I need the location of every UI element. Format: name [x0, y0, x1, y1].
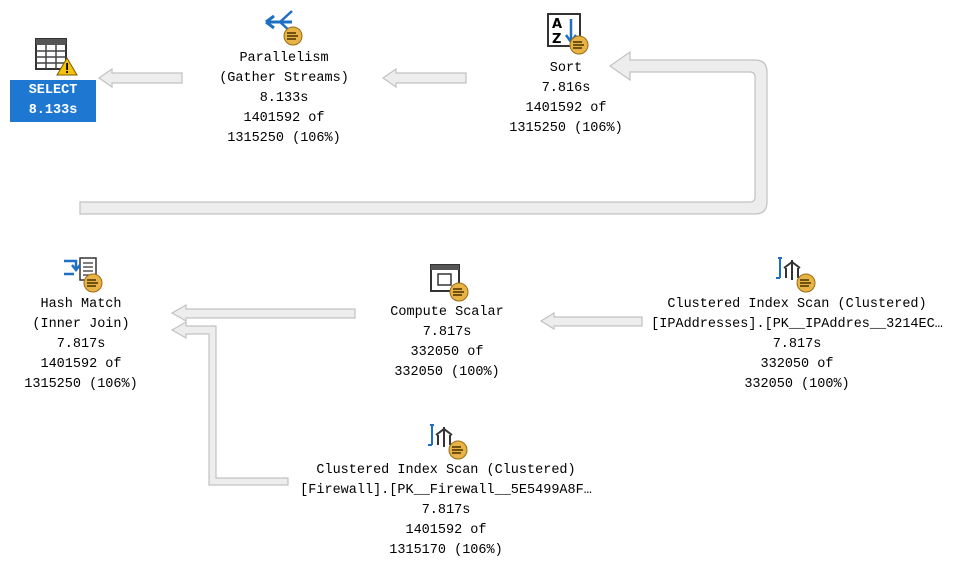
- arrow-parallelism-to-select: [97, 67, 183, 89]
- sort-name: Sort: [549, 61, 583, 76]
- parallelism-name: Parallelism: [239, 51, 329, 66]
- arrow-compute-scalar-to-hash-match: [170, 303, 356, 323]
- compute-scalar-name: Compute Scalar: [390, 305, 504, 320]
- arrow-hash-match-to-sort: [79, 50, 768, 215]
- index-scan-ip-name: Clustered Index Scan (Clustered): [667, 297, 927, 312]
- index-scan-ip-time: 7.817s: [772, 337, 822, 352]
- index-scan-fw-estimate: 1315170 (106%): [389, 543, 503, 558]
- parallelism-time: 8.133s: [259, 91, 309, 106]
- hash-match-time: 7.817s: [56, 337, 106, 352]
- clustered-index-scan-icon: [426, 421, 470, 469]
- index-scan-ip-estimate: 332050 (100%): [744, 377, 850, 392]
- compute-scalar-estimate: 332050 (100%): [394, 365, 500, 380]
- clustered-index-scan-icon: [774, 254, 818, 302]
- select-label: SELECT: [28, 83, 78, 98]
- sort-estimate: 1315250 (106%): [509, 121, 623, 136]
- hash-match-estimate: 1315250 (106%): [24, 377, 138, 392]
- index-scan-fw-rows: 1401592 of: [405, 523, 487, 538]
- hash-match-rows: 1401592 of: [40, 357, 122, 372]
- compute-scalar-icon: [428, 262, 470, 310]
- compute-scalar-time: 7.817s: [422, 325, 472, 340]
- hash-match-name: Hash Match: [40, 297, 122, 312]
- sort-icon: A Z: [546, 12, 590, 64]
- compute-scalar-rows: 332050 of: [410, 345, 484, 360]
- select-label-box: SELECT 8.133s: [10, 80, 96, 122]
- parallelism-subname: (Gather Streams): [219, 71, 349, 86]
- arrow-index-scan-fw-to-hash-match: [170, 320, 289, 486]
- svg-text:A: A: [552, 17, 562, 32]
- parallelism-icon: [262, 8, 304, 56]
- select-warning-icon: [34, 34, 78, 84]
- index-scan-fw-object: [Firewall].[PK__Firewall__5E5499A8F…: [300, 483, 592, 498]
- index-scan-ip-object: [IPAddresses].[PK__IPAddres__3214EC…: [651, 317, 943, 332]
- parallelism-estimate: 1315250 (106%): [227, 131, 341, 146]
- hash-match-subname: (Inner Join): [32, 317, 130, 332]
- arrow-index-scan-ip-to-compute-scalar: [539, 311, 643, 331]
- parallelism-rows: 1401592 of: [243, 111, 325, 126]
- sort-rows: 1401592 of: [525, 101, 607, 116]
- select-time: 8.133s: [28, 103, 78, 118]
- arrow-sort-to-parallelism: [381, 67, 467, 89]
- index-scan-fw-name: Clustered Index Scan (Clustered): [316, 463, 576, 478]
- svg-text:Z: Z: [552, 32, 561, 47]
- hash-match-icon: [62, 254, 104, 302]
- index-scan-fw-time: 7.817s: [421, 503, 471, 518]
- index-scan-ip-rows: 332050 of: [760, 357, 834, 372]
- select-node[interactable]: SELECT 8.133s: [10, 34, 96, 122]
- sort-time: 7.816s: [541, 81, 591, 96]
